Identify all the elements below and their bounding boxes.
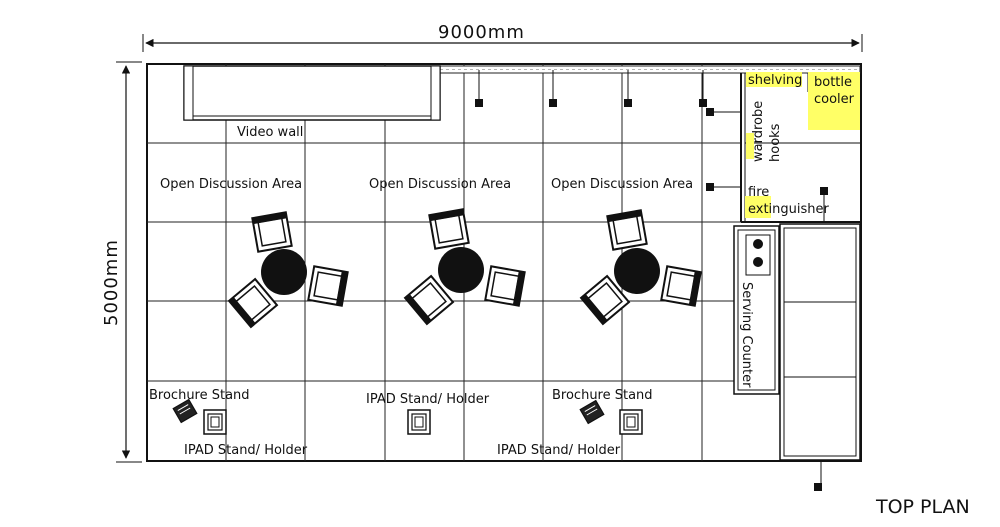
brochure-stand-1-label: Brochure Stand — [149, 388, 250, 403]
plan-title: TOP PLAN — [875, 496, 970, 518]
fire-extinguisher-highlight — [745, 196, 771, 218]
booth-outline — [146, 63, 862, 462]
brochure-stand-1 — [172, 398, 198, 424]
height-dimension: 5000mm — [101, 61, 142, 463]
discussion-group-2 — [404, 208, 526, 325]
floor-grid — [147, 64, 741, 461]
ipad-stand-1 — [203, 409, 227, 435]
fire-extinguisher-label: fire extinguisher — [748, 185, 830, 217]
bottle-cooler-highlight — [808, 72, 860, 130]
video-wall-label: Video wall — [237, 125, 303, 140]
table-2 — [438, 247, 484, 293]
back-panels — [779, 223, 861, 461]
wardrobe-hooks-label: wardrobe hooks — [751, 97, 783, 162]
width-dimension: 9000mm — [142, 22, 863, 52]
bottle-cooler-label: bottle cooler — [814, 75, 856, 107]
discussion-area-3-label: Open Discussion Area — [551, 177, 693, 192]
discussion-area-2-label: Open Discussion Area — [369, 177, 511, 192]
ipad-stand-2 — [407, 409, 431, 435]
top-truss — [439, 65, 861, 74]
brochure-stand-2 — [579, 399, 605, 425]
shelving-label: shelving — [748, 73, 802, 88]
video-wall — [183, 65, 441, 121]
wardrobe-highlight — [746, 133, 754, 159]
discussion-area-1-label: Open Discussion Area — [160, 177, 302, 192]
serving-counter-label: Serving Counter — [739, 282, 754, 388]
brochure-stand-2-label: Brochure Stand — [552, 388, 653, 403]
table-3 — [614, 248, 660, 294]
ipad-stand-3-label: IPAD Stand/ Holder — [497, 443, 621, 458]
serving-counter — [733, 225, 780, 395]
ipad-stand-2-label: IPAD Stand/ Holder — [366, 392, 490, 407]
width-label: 9000mm — [438, 22, 525, 43]
ipad-stand-1-label: IPAD Stand/ Holder — [184, 443, 308, 458]
ipad-stand-3 — [619, 409, 643, 435]
discussion-group-3 — [580, 209, 702, 325]
shelving-highlight — [746, 72, 802, 87]
height-label: 5000mm — [101, 239, 122, 326]
table-1 — [261, 249, 307, 295]
discussion-group-1 — [228, 211, 349, 328]
